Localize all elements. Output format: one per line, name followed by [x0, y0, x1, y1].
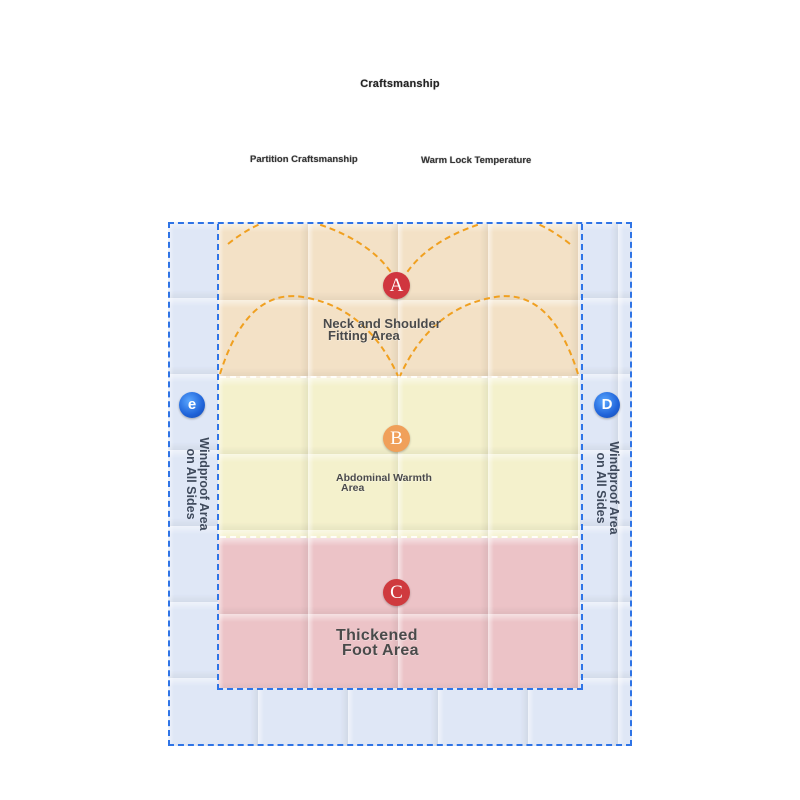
- zone-b-label: Abdominal Warmth Area: [336, 472, 432, 494]
- zone-b-label-line1: Abdominal Warmth: [336, 472, 432, 484]
- zone-a-label: Neck and Shoulder Fitting Area: [323, 316, 441, 344]
- zone-a-label-line1: Neck and Shoulder: [323, 316, 441, 331]
- left-side-badge-icon: e: [179, 392, 205, 418]
- right-side-label: Windproof Area on All Sides: [593, 428, 621, 588]
- zone-c-label: Thickened Foot Area: [336, 627, 419, 660]
- badge-a: A: [383, 272, 410, 299]
- fitting-arcs: [219, 224, 579, 377]
- right-side-label-line2: on All Sides: [593, 452, 608, 524]
- right-caption: Warm Lock Temperature: [421, 155, 532, 166]
- left-side-label: Windproof Area on All Sides: [183, 424, 211, 584]
- right-side-label-line1: Windproof Area: [607, 441, 621, 535]
- zone-c-foot: [218, 538, 580, 688]
- zone-divider-ab: [220, 376, 578, 378]
- zone-c-label-line1: Thickened: [336, 627, 418, 644]
- badge-b: B: [383, 425, 410, 452]
- left-side-label-line2: on All Sides: [183, 448, 198, 520]
- right-side-badge-icon: D: [594, 392, 620, 418]
- zone-b-abdominal: [218, 378, 580, 538]
- inner-dashed-border: [217, 224, 583, 690]
- quilt-diagram: A B C e D Neck and Shoulder Fitting Area…: [168, 222, 632, 746]
- zone-a-neck-shoulder: [218, 224, 580, 378]
- left-side-label-line1: Windproof Area: [197, 437, 211, 531]
- arc-lower-right: [399, 295, 579, 377]
- badge-c: C: [383, 579, 410, 606]
- arc-top-left: [227, 224, 399, 285]
- zone-divider-bc: [220, 536, 578, 538]
- page-title: Craftsmanship: [360, 78, 440, 90]
- left-caption: Partition Craftsmanship: [250, 154, 358, 165]
- arc-lower-left: [219, 295, 399, 377]
- zone-b-label-line2: Area: [341, 481, 365, 494]
- arc-top-right: [399, 224, 571, 285]
- zone-a-label-line2: Fitting Area: [328, 328, 400, 344]
- outer-dashed-border: [168, 222, 632, 746]
- zone-c-label-line2: Foot Area: [342, 642, 419, 660]
